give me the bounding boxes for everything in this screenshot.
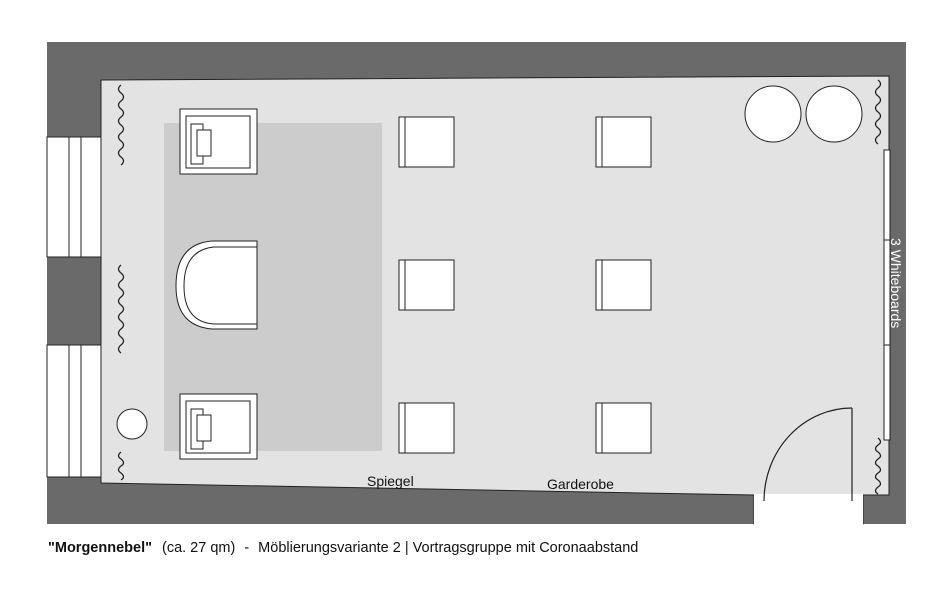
- lounge-chair: [175, 240, 258, 330]
- curtain-zigzag-icon: [117, 79, 882, 495]
- garderobe-label: Garderobe: [547, 476, 614, 492]
- window-bottom: [46, 344, 102, 478]
- room-size: (ca. 27 qm): [161, 540, 236, 556]
- window-top: [46, 136, 102, 258]
- spiegel-label: Spiegel: [367, 473, 414, 489]
- door-swing-icon: [754, 407, 863, 525]
- chair: [595, 116, 652, 168]
- chair: [398, 259, 455, 311]
- armchair-top: [179, 108, 258, 175]
- room-name: "Morgennebel": [48, 540, 152, 556]
- chair: [398, 116, 455, 168]
- whiteboards-label: 3 Whiteboards: [888, 238, 904, 328]
- caption-dash: -: [244, 540, 250, 556]
- plant-pot-icon: [116, 408, 148, 440]
- variant-description: Möblierungsvariante 2 | Vortragsgruppe m…: [258, 540, 639, 556]
- plan-caption: "Morgennebel" (ca. 27 qm)-Möblierungsvari…: [48, 540, 638, 556]
- chair: [595, 402, 652, 454]
- chair: [595, 259, 652, 311]
- whiteboard-rail: [883, 149, 891, 441]
- chair: [398, 402, 455, 454]
- round-table-icon: [744, 85, 802, 143]
- chair-grid: [398, 116, 652, 454]
- armchair-bottom: [179, 393, 258, 460]
- round-table-icon: [805, 85, 863, 143]
